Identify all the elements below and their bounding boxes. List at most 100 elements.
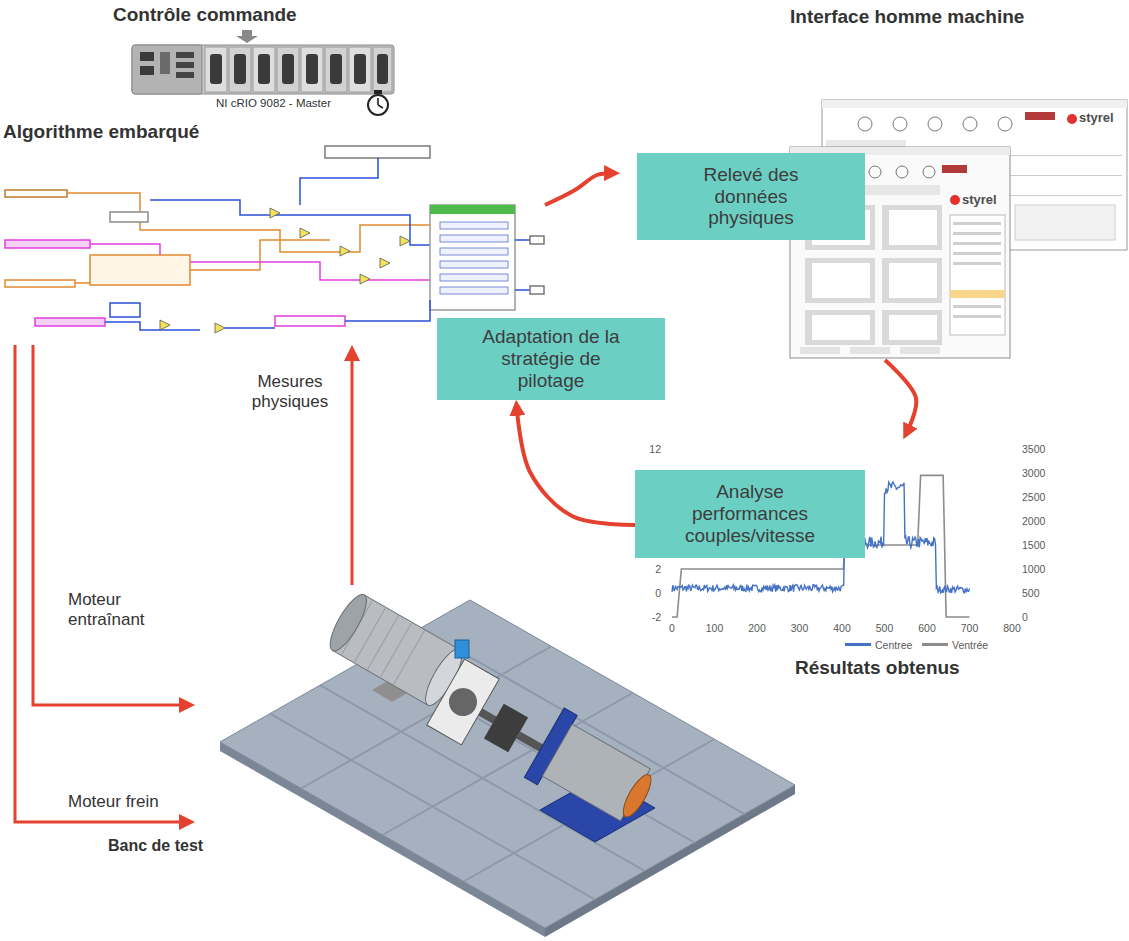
legend-entry: Centree <box>845 635 912 653</box>
hmi-screenshot-part <box>822 100 1127 108</box>
logo-text: styrel <box>962 193 997 208</box>
block-diagram-illustration-part <box>340 246 350 256</box>
test-bench-illustration-part-part <box>324 590 373 655</box>
hmi-screenshot-part <box>953 232 1001 235</box>
controller-illustration-part <box>140 52 154 61</box>
controller-illustration-part <box>253 47 275 92</box>
axis-tick: 2000 <box>1022 515 1045 527</box>
controller-illustration-part <box>205 47 227 92</box>
hmi-screenshot-part <box>950 290 1005 298</box>
hmi-screenshot-part <box>869 166 881 178</box>
block-diagram-illustration-part <box>530 236 544 244</box>
hmi-screenshot-part <box>953 222 1001 225</box>
controller-illustration-part <box>277 47 299 92</box>
algorithm-panel: Algorithme embarqué <box>0 118 545 345</box>
block-diagram-illustration-part <box>105 322 200 330</box>
controller-illustration-part <box>373 47 392 92</box>
hmi-screenshot-part <box>805 258 875 303</box>
block-diagram-illustration-part <box>440 235 508 242</box>
block-diagram-illustration-part <box>110 303 140 317</box>
legend-text: Centree <box>875 639 912 651</box>
block-diagram-illustration-part <box>440 274 508 281</box>
block-diagram-illustration-part <box>440 222 508 229</box>
hmi-screenshot-part <box>950 195 960 205</box>
axis-tick: 12 <box>649 443 661 455</box>
hmi-screenshot-part <box>950 215 1005 335</box>
axis-tick: 1500 <box>1022 539 1045 551</box>
axis-tick: 600 <box>918 622 936 634</box>
controller-illustration-part <box>349 47 371 92</box>
hmi-screenshot-part <box>896 166 908 178</box>
block-diagram-illustration-part <box>35 318 105 326</box>
block-diagram-illustration-part <box>300 228 310 238</box>
flow-arrow <box>33 345 186 705</box>
hmi-screenshot-part <box>882 205 942 250</box>
controller-illustration-part <box>229 47 251 92</box>
controller-illustration-part <box>132 45 202 94</box>
flow-arrow <box>517 409 635 525</box>
controller-illustration-part <box>140 66 154 75</box>
test-bench-illustration-part-part <box>444 683 482 721</box>
test-bench-illustration-part-part <box>484 704 528 753</box>
controller-panel: Contrôle commandeNI cRIO 9082 - Master <box>110 3 400 115</box>
controller-illustration-part <box>378 98 383 108</box>
section-heading: Résultats obtenus <box>795 657 960 680</box>
section-heading: Contrôle commande <box>113 4 297 27</box>
block-diagram-illustration-part <box>200 225 430 252</box>
axis-tick: 3000 <box>1022 467 1045 479</box>
legend-swatch <box>845 643 871 646</box>
block-diagram-illustration <box>5 146 544 333</box>
hmi-screenshot-part <box>953 315 1001 318</box>
callout-text: Adaptation de la stratégie de pilotage <box>466 326 636 392</box>
controller-illustration-part <box>368 95 388 115</box>
test-bench-illustration-part <box>324 590 495 725</box>
block-diagram-illustration-part <box>515 289 530 291</box>
axis-tick: 0 <box>669 622 675 634</box>
axis-tick: -2 <box>652 611 661 623</box>
hmi-screenshot-part <box>928 117 942 131</box>
logo-text: styrel <box>1079 111 1114 126</box>
hmi-screenshot-part <box>953 252 1001 255</box>
controller-illustration-part <box>258 54 270 84</box>
hmi-screenshot-part <box>1025 112 1055 120</box>
hmi-screenshot-part <box>812 263 870 298</box>
hmi-screenshot-part <box>953 305 1001 308</box>
test-bench: Banc de test <box>195 585 800 939</box>
test-bench-illustration-part <box>455 640 469 658</box>
block-diagram-illustration-part <box>530 286 544 294</box>
hmi-screenshot-part <box>882 258 942 303</box>
hmi-screenshot-part <box>800 347 840 354</box>
block-diagram-illustration-part <box>300 158 378 205</box>
axis-tick: 300 <box>791 622 809 634</box>
block-diagram-illustration-part <box>190 240 330 270</box>
controller-illustration-part <box>234 54 246 84</box>
hmi-screenshot-part <box>812 315 870 340</box>
controller-illustration-part <box>330 54 342 84</box>
axis-tick: 500 <box>876 622 894 634</box>
block-diagram-illustration-part <box>5 190 67 197</box>
block-diagram-illustration-part <box>345 300 430 321</box>
callout-box: Relevé des données physiques <box>637 153 865 240</box>
controller-illustration-part <box>176 62 194 68</box>
edge-label: Mesures physiques <box>240 372 340 413</box>
block-diagram-illustration-part <box>430 205 515 214</box>
hmi-screenshot-part <box>889 315 937 340</box>
controller-illustration-part <box>132 45 394 94</box>
hmi-screenshot-part <box>893 117 907 131</box>
axis-tick: 200 <box>748 622 766 634</box>
hmi-screenshot-part <box>900 347 940 354</box>
connectors <box>15 173 916 822</box>
controller-illustration-part <box>301 47 323 92</box>
hmi-screenshot-part <box>1067 114 1077 124</box>
legend-text: Ventrée <box>952 639 988 651</box>
hmi-screenshot-part <box>850 347 890 354</box>
test-bench-illustration <box>220 590 795 937</box>
legend-swatch <box>922 643 948 646</box>
block-diagram-illustration-part <box>360 274 370 284</box>
hmi-screenshot-part <box>889 210 937 245</box>
flow-arrow <box>15 345 186 822</box>
test-bench-illustration-part <box>220 600 795 928</box>
axis-tick: 500 <box>1022 587 1040 599</box>
controller-illustration-part <box>282 54 294 84</box>
block-diagram-illustration-part <box>5 280 75 287</box>
